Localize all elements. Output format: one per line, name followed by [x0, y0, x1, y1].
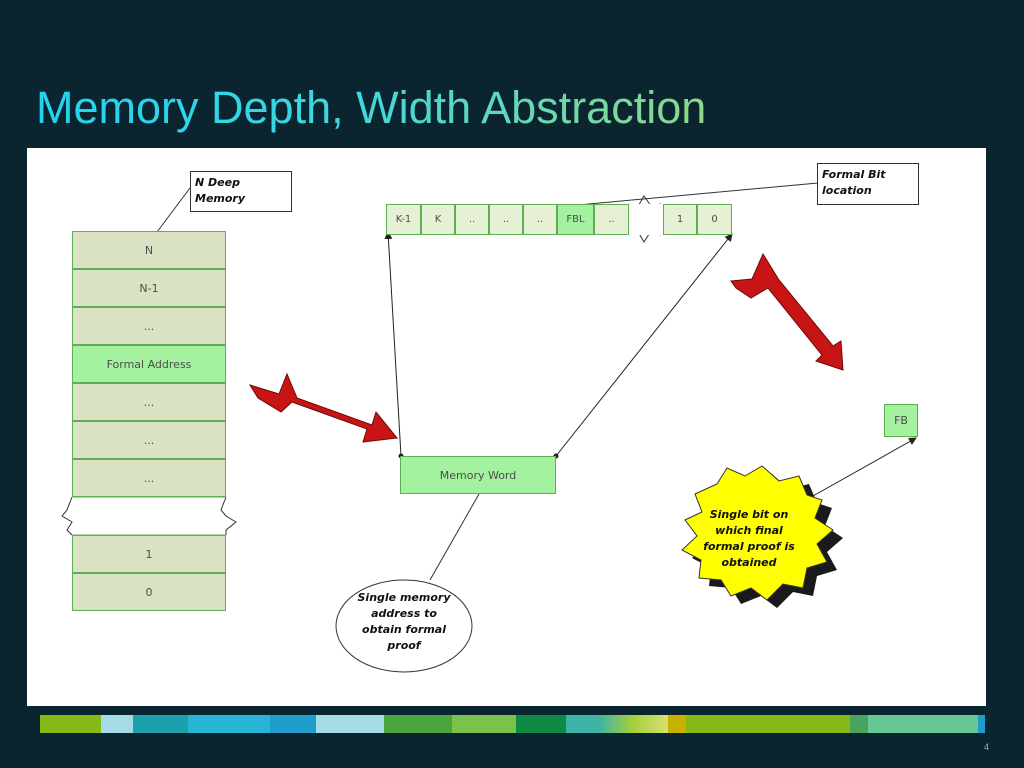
color-segment — [316, 715, 384, 733]
memory-cell-formal-address: Formal Address — [72, 345, 226, 383]
color-segment — [270, 715, 316, 733]
word-bit-1: 1 — [663, 204, 697, 235]
word-bit-ellipsis: .. — [523, 204, 557, 235]
memory-word-box: Memory Word — [400, 456, 556, 494]
word-left-connector — [384, 231, 402, 457]
color-segment — [384, 715, 452, 733]
color-segment — [516, 715, 566, 733]
color-segment — [566, 715, 598, 733]
formal-bit-location-label: Formal Bit location — [817, 163, 919, 205]
color-segment — [133, 715, 188, 733]
slide-title: Memory Depth, Width Abstraction — [36, 80, 706, 136]
word-bit-gap — [629, 204, 663, 235]
fb-connector — [796, 437, 917, 506]
word-bit-ellipsis: .. — [594, 204, 629, 235]
word-bit-ellipsis: .. — [455, 204, 489, 235]
word-bit-fbl: FBL — [557, 204, 594, 235]
color-segment — [978, 715, 985, 733]
red-arrow-left — [248, 372, 398, 443]
memory-cell-1: 1 — [72, 535, 226, 573]
word-bit-k-1: K-1 — [386, 204, 421, 235]
color-segment — [668, 715, 686, 733]
memory-break — [61, 496, 237, 536]
diagram-canvas: N Deep Memory N N-1 ... Formal Address .… — [27, 148, 986, 706]
red-arrow-right — [730, 252, 844, 371]
memory-cell-ellipsis: ... — [72, 307, 226, 345]
memory-label-connector — [156, 187, 191, 233]
color-segment — [598, 715, 668, 733]
color-segment — [452, 715, 516, 733]
word-right-connector — [555, 233, 733, 457]
formal-bit-connector — [577, 182, 819, 206]
memory-cell-n-1: N-1 — [72, 269, 226, 307]
page-number: 4 — [983, 742, 989, 752]
formal-bit-box: FB — [884, 404, 918, 437]
bit-callout-starburst — [681, 465, 843, 608]
address-callout-bubble — [335, 579, 473, 673]
color-segment — [686, 715, 698, 733]
address-callout-text: Single memory address to obtain formal p… — [357, 591, 451, 652]
memory-cell-ellipsis: ... — [72, 383, 226, 421]
memory-cell-ellipsis: ... — [72, 421, 226, 459]
color-segment — [188, 715, 270, 733]
memory-cell-n: N — [72, 231, 226, 269]
word-bit-ellipsis: .. — [489, 204, 523, 235]
memory-cell-0: 0 — [72, 573, 226, 611]
connector-layer — [61, 182, 917, 673]
color-segment — [40, 715, 101, 733]
color-segment — [868, 715, 978, 733]
word-bit-k: K — [421, 204, 455, 235]
bit-callout-text: Single bit on which final formal proof i… — [703, 508, 795, 569]
color-segment — [850, 715, 868, 733]
memory-cell-ellipsis: ... — [72, 459, 226, 497]
color-segment — [101, 715, 133, 733]
word-bit-0: 0 — [697, 204, 732, 235]
address-callout-connector — [429, 493, 480, 581]
color-segment — [698, 715, 850, 733]
memory-depth-label: N Deep Memory — [190, 171, 292, 212]
footer-color-bar — [40, 715, 985, 733]
